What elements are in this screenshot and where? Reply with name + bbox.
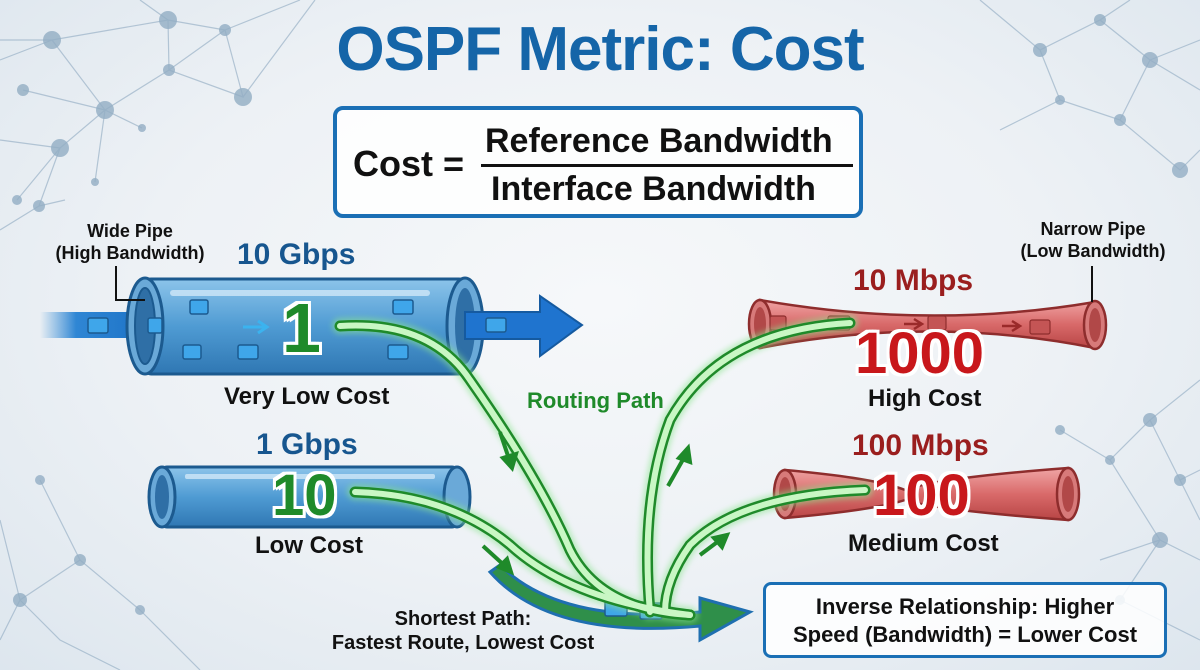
note-line: Shortest Path: [394,608,532,630]
gigabit-pipe [147,465,472,529]
inverse-line-2: Speed (Bandwidth) = Lower Cost [792,622,1138,647]
formula-box: Cost = Reference Bandwidth Interface Ban… [333,106,863,218]
fraction-bar [481,164,853,167]
routing-path-label: Routing Path [527,388,664,413]
cost-value-100: 100 [873,463,970,528]
routing-paths [332,315,873,623]
cost-value-1000: 1000 [855,321,985,386]
flow-arrow-icon [243,319,270,335]
narrow-pipe [747,298,1108,351]
cost-value-1: 1 [282,289,321,367]
note-line: Fastest Route, Lowest Cost [331,632,595,654]
callout-subtitle: (High Bandwidth) [55,243,205,263]
speed-label-10gbps: 10 Gbps [237,238,356,271]
callout-title: Narrow Pipe [1040,219,1146,239]
cost-label-high: High Cost [868,385,982,412]
callout-subtitle: (Low Bandwidth) [1020,241,1166,261]
cost-value-10: 10 [272,463,337,528]
cost-label-medium: Medium Cost [848,530,999,557]
cost-label-low: Low Cost [255,532,363,559]
cost-label-very-low: Very Low Cost [224,383,390,410]
callout-title: Wide Pipe [87,221,173,241]
wide-pipe-leader [115,266,145,301]
data-packets [87,299,507,360]
page-title: OSPF Metric: Cost [336,15,864,84]
inverse-line-1: Inverse Relationship: Higher [815,594,1115,619]
formula-lhs: Cost = [353,143,465,184]
speed-label-100mbps: 100 Mbps [852,429,989,462]
formula-numerator: Reference Bandwidth [485,122,833,160]
wide-pipe-callout: Wide Pipe (High Bandwidth) [40,220,220,264]
formula-denominator: Interface Bandwidth [491,170,816,208]
speed-label-10mbps: 10 Mbps [853,264,974,297]
direction-arrows [481,431,731,576]
shortest-path-note: Shortest Path: Fastest Route, Lowest Cos… [318,607,608,655]
speed-label-1gbps: 1 Gbps [256,428,358,461]
inverse-relationship-box: Inverse Relationship: Higher Speed (Band… [763,582,1167,658]
outbound-arrow [464,294,584,358]
narrow-pipe-callout: Narrow Pipe (Low Bandwidth) [1008,218,1178,262]
